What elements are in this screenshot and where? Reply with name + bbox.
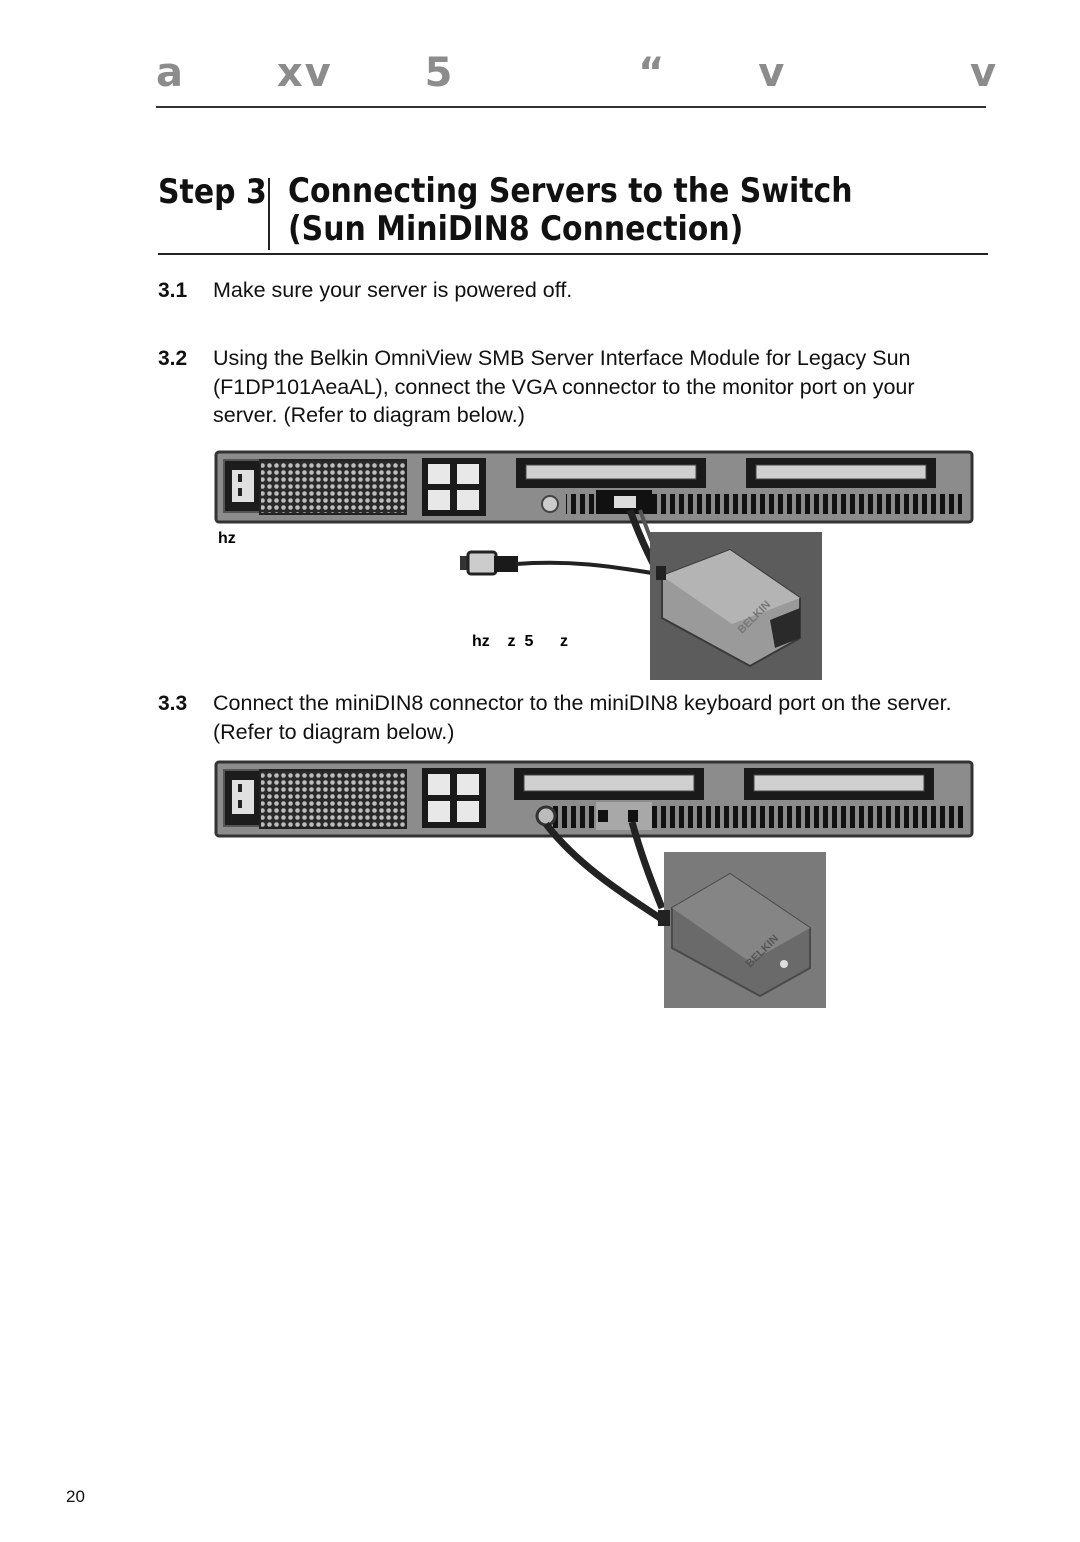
- header-rule: [156, 106, 986, 108]
- item-number: 3.2: [158, 347, 188, 370]
- step-title-line2: (Sun MiniDIN8 Connection): [288, 209, 744, 249]
- item-text: Connect the miniDIN8 connector to the mi…: [213, 691, 952, 744]
- diagram-label-bottom: hz z 5 z: [472, 633, 568, 650]
- step-rule: [158, 253, 988, 255]
- server-diagram-vga: BELKIN hz hz z 5 z: [214, 450, 974, 680]
- diagram-label-left: hz: [218, 530, 236, 547]
- item-number: 3.3: [158, 692, 188, 715]
- running-header: a xv 5 “ v v: [156, 50, 999, 96]
- item-number: 3.1: [158, 279, 188, 302]
- step-title-line1: Connecting Servers to the Switch: [288, 171, 853, 211]
- step-divider: [268, 178, 270, 250]
- server-diagram-minidin8: BELKIN: [214, 760, 974, 1008]
- item-text: Using the Belkin OmniView SMB Server Int…: [213, 346, 915, 427]
- item-text: Make sure your server is powered off.: [213, 278, 573, 302]
- step-title: Connecting Servers to the Switch (Sun Mi…: [288, 172, 853, 248]
- page-number: 20: [66, 1487, 85, 1506]
- step-label: Step 3: [158, 172, 267, 212]
